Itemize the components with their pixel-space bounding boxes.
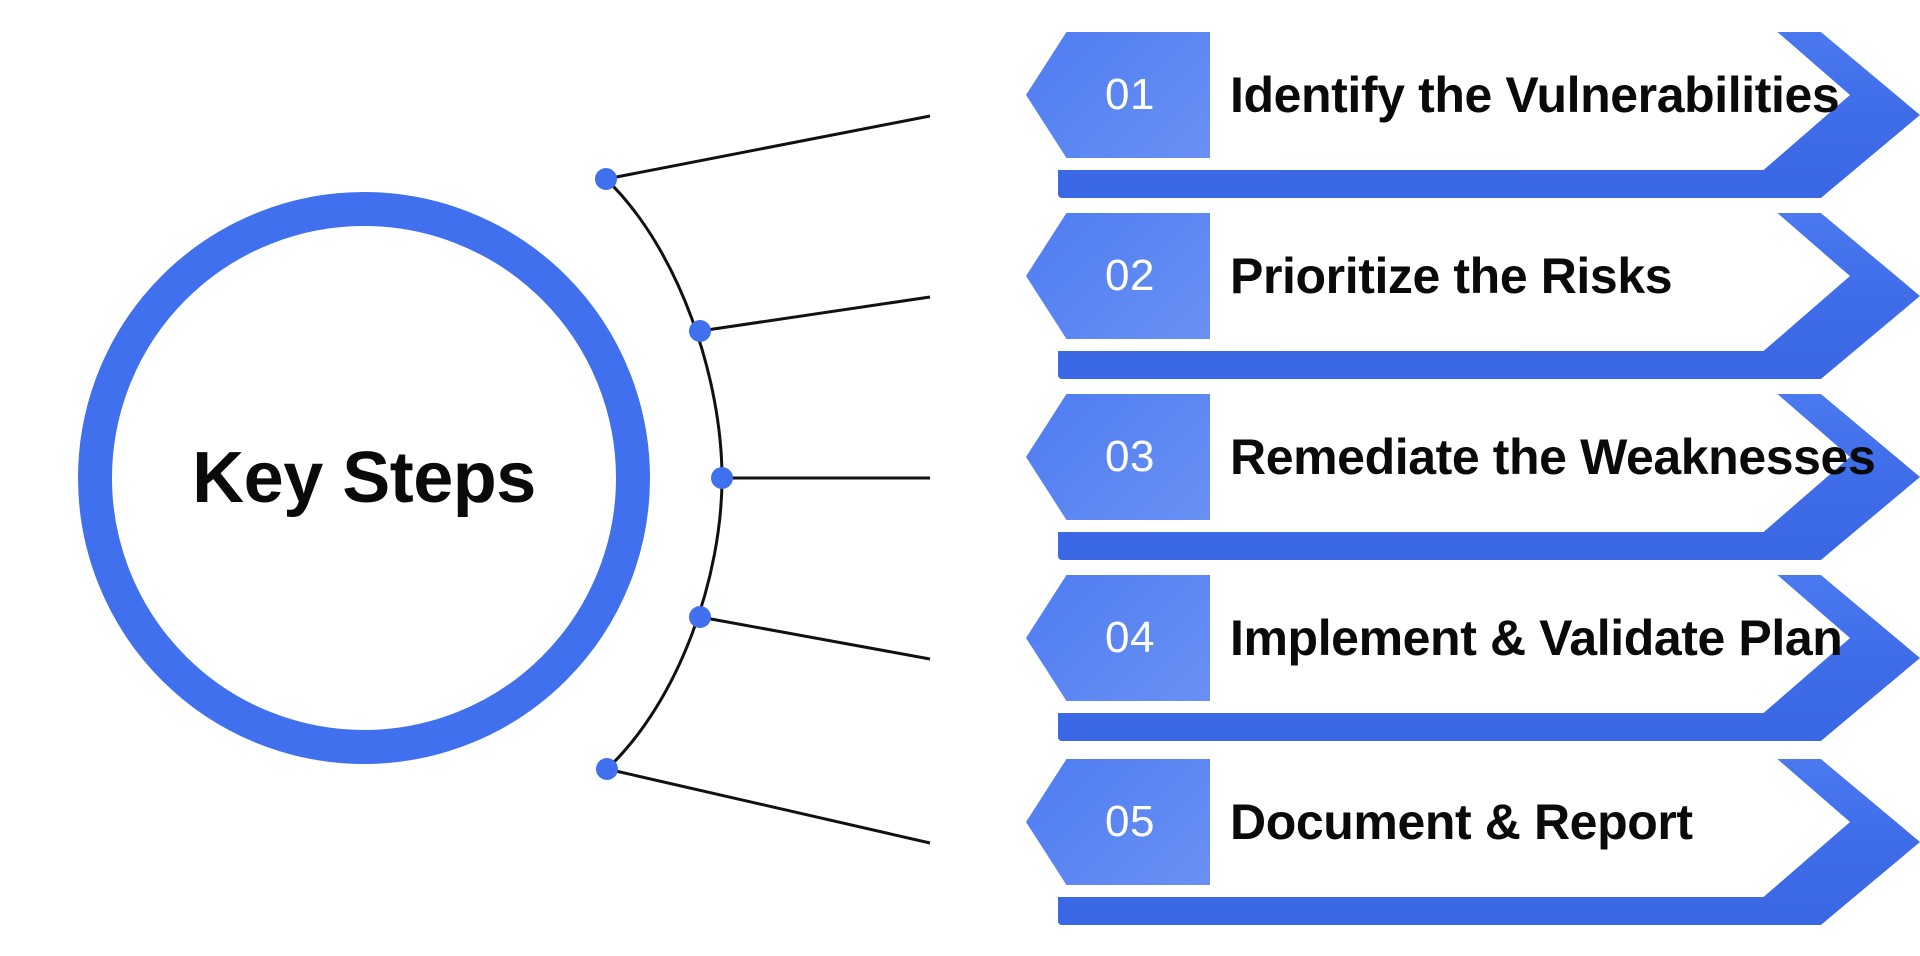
step-number: 01 [1105,70,1155,119]
hub-title: Key Steps [192,438,536,518]
connector-dot-5 [596,758,618,780]
step-row[interactable]: 04 Implement & Validate Plan [930,563,1920,749]
connector-line-1 [605,114,931,181]
connector-dot-3 [711,467,733,489]
step-label: Identify the Vulnerabilities [1230,67,1840,123]
step-number: 05 [1105,797,1155,846]
connector-dot-1 [595,168,617,190]
step-number: 03 [1105,432,1155,481]
connector-line-2 [699,295,931,333]
step-number-badge: 05 [1026,759,1210,885]
step-number-badge: 02 [1026,213,1210,339]
step-row[interactable]: 02 Prioritize the Risks [930,201,1920,387]
step-label: Document & Report [1230,794,1693,850]
connector-line-4 [699,615,931,661]
connector-dot-2 [689,320,711,342]
step-row[interactable]: 03 Remediate the Weaknesses [930,382,1920,568]
step-number-badge: 04 [1026,575,1210,701]
step-row[interactable]: 05 Document & Report [930,747,1920,933]
step-number-badge: 01 [1026,32,1210,158]
connector-dot-4 [689,606,711,628]
connector-line-5 [606,767,931,845]
step-row[interactable]: 01 Identify the Vulnerabilities [930,20,1920,206]
hub-circle: Key Steps [78,192,650,764]
step-label: Implement & Validate Plan [1230,610,1843,666]
step-label: Remediate the Weaknesses [1230,429,1876,485]
step-label: Prioritize the Risks [1230,248,1673,304]
step-number-badge: 03 [1026,394,1210,520]
step-number: 02 [1105,251,1155,300]
step-number: 04 [1105,613,1155,662]
